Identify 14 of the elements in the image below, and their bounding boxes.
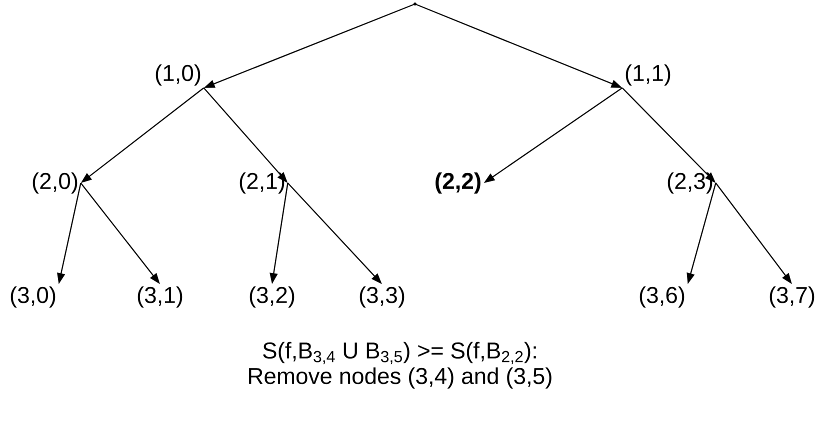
node-label: (3,1): [138, 286, 182, 308]
note-text: S(f,B$_{3,4}$ U B$_{3,5}$) >= S(f,B$_{2,2}$):: [263, 342, 536, 364]
node-label: (1,1): [626, 64, 670, 86]
node-label: (3,0): [10, 286, 56, 308]
note-text: Remove nodes (3,4) and (3,5): [249, 367, 552, 389]
node-label: (1,0): [156, 64, 200, 86]
root-point: [414, 2, 416, 6]
node-label: (2,0): [32, 172, 78, 194]
node-label: (2,3): [668, 172, 712, 194]
node-label: (3,6): [640, 286, 684, 308]
node-label: (3,2): [250, 286, 294, 308]
node-label: (3,3): [360, 286, 404, 308]
node-label: (2,2): [436, 172, 480, 194]
node-label: (3,7): [770, 286, 814, 308]
